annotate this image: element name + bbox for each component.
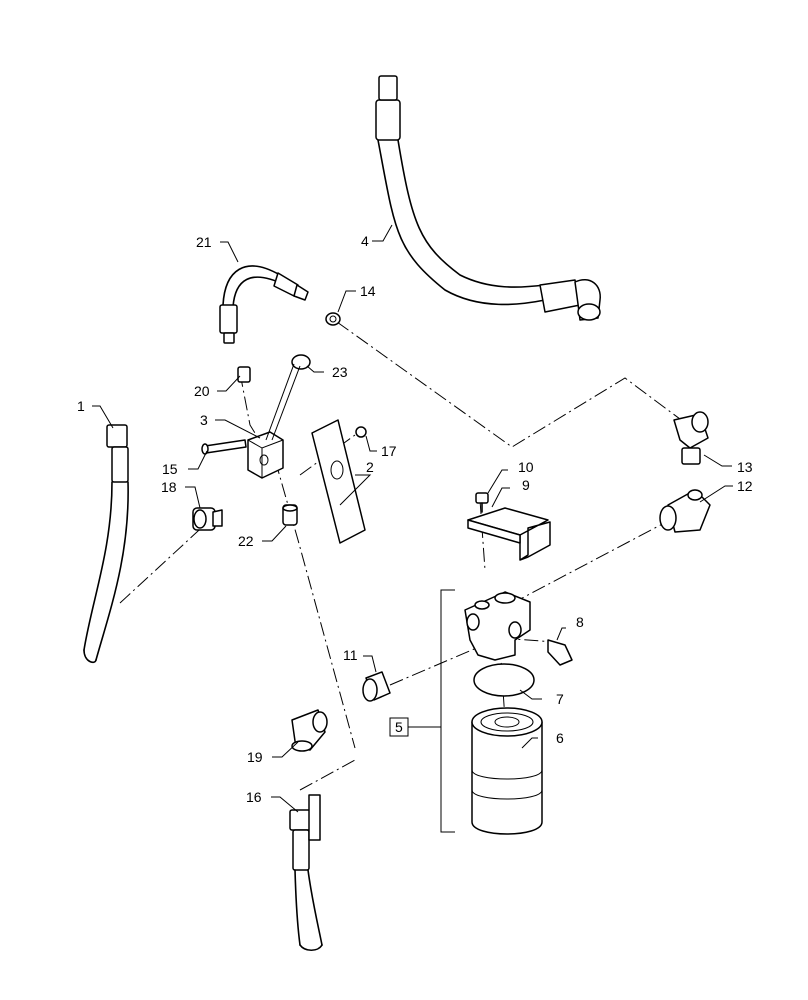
callout-15: 15 — [162, 461, 178, 477]
callout-4: 4 — [361, 233, 369, 249]
callout-5: 5 — [395, 719, 403, 735]
filter-head-5 — [464, 591, 531, 661]
hose-1 — [83, 424, 129, 664]
bolt-15 — [201, 439, 247, 455]
callout-10: 10 — [518, 459, 534, 475]
callout-11: 11 — [343, 647, 358, 663]
plate-2 — [311, 419, 366, 544]
o-ring-7 — [473, 663, 535, 697]
fitting-20 — [237, 366, 251, 383]
callout-14: 14 — [360, 283, 376, 299]
callout-22: 22 — [238, 533, 254, 549]
callout-2: 2 — [366, 459, 374, 475]
callout-17: 17 — [381, 443, 397, 459]
hose-16 — [289, 794, 323, 952]
fitting-14 — [325, 312, 341, 326]
fitting-13 — [673, 411, 709, 465]
bolt-10 — [475, 492, 489, 513]
callout-16: 16 — [246, 789, 262, 805]
callout-23: 23 — [332, 364, 348, 380]
o-ring-23 — [291, 354, 311, 370]
callout-6: 6 — [556, 730, 564, 746]
callout-20: 20 — [194, 383, 210, 399]
fitting-18 — [192, 507, 223, 531]
callout-3: 3 — [200, 412, 208, 428]
fitting-22 — [282, 504, 298, 526]
callout-7: 7 — [556, 691, 564, 707]
callout-box-5 — [389, 717, 409, 737]
callout-labels: 1 2 3 4 5 6 7 8 9 10 11 12 13 14 15 16 1… — [77, 233, 753, 805]
callout-19: 19 — [247, 749, 263, 765]
assembly-bracket-5 — [389, 589, 455, 833]
callout-18: 18 — [161, 479, 177, 495]
callout-1: 1 — [77, 398, 85, 414]
callout-21: 21 — [196, 234, 212, 250]
fitting-11 — [362, 671, 391, 702]
filter-6 — [471, 707, 543, 835]
block-3 — [247, 431, 284, 479]
fitting-19 — [291, 709, 328, 752]
bracket-9 — [467, 507, 551, 561]
fitting-12 — [659, 489, 711, 533]
callout-13: 13 — [737, 459, 753, 475]
hose-21 — [219, 265, 309, 344]
callout-8: 8 — [576, 614, 584, 630]
nut-17 — [355, 426, 367, 438]
callout-12: 12 — [737, 478, 753, 494]
valve-8 — [547, 639, 573, 666]
callout-9: 9 — [522, 477, 530, 493]
leader-lines — [92, 224, 733, 813]
hose-4 — [375, 75, 601, 321]
